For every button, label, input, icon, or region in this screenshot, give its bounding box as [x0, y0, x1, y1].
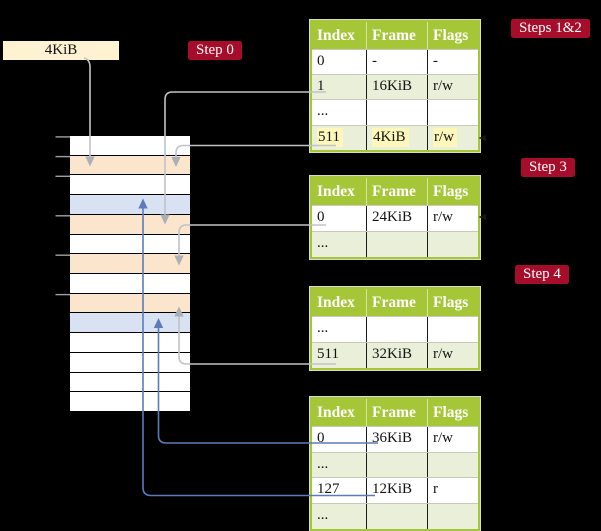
memory-frame-24kib [70, 254, 190, 275]
badge-steps-1-2: Steps 1&2 [511, 18, 590, 38]
table-cell [427, 100, 478, 125]
header-frame: Frame [366, 22, 427, 49]
header-frame: Frame [366, 289, 427, 316]
table-header-row: Index Frame Flags [312, 22, 478, 49]
memory-frame-48kib [70, 372, 190, 393]
table-cell: ... [317, 234, 329, 251]
table-row: ... [312, 230, 478, 257]
header-index: Index [317, 183, 355, 200]
badge-step-3: Step 3 [521, 158, 575, 177]
header-frame: Frame [366, 178, 427, 205]
memory-frame-28kib [70, 274, 190, 294]
header-flags: Flags [427, 289, 478, 316]
free-frame-label: 4KiB [3, 41, 119, 60]
page-table-4: Index Frame Flags 0 36KiB r/w ... 127 12… [310, 397, 480, 531]
table-row: ... [312, 99, 478, 125]
memory-frame-52kib [70, 392, 190, 413]
table-cell: 16KiB [366, 75, 427, 100]
table-row: ... [312, 451, 478, 478]
header-flags: Flags [427, 22, 478, 49]
table-cell: ... [317, 320, 329, 336]
header-index: Index [317, 294, 355, 311]
table-cell [427, 504, 478, 529]
table-cell: 0 [317, 53, 325, 69]
memory-frame-44kib [70, 352, 190, 373]
physical-memory-column [70, 136, 190, 413]
badge-step-4: Step 4 [515, 264, 569, 284]
table-cell: 12KiB [366, 478, 427, 504]
table-cell: 127 [317, 481, 340, 498]
table-cell [427, 317, 478, 342]
header-index: Index [317, 404, 355, 421]
page-table-1: Index Frame Flags 0 - - 1 16KiB r/w ... … [310, 20, 480, 152]
memory-frame-0kib [70, 136, 190, 156]
page-table-2: Index Frame Flags 0 24KiB r/w ... [310, 176, 480, 259]
header-index: Index [317, 27, 355, 44]
table-row-highlighted: 511 4KiB r/w [312, 124, 478, 150]
table-cell: r/w [427, 75, 478, 100]
header-flags: Flags [427, 399, 478, 426]
badge-step-0: Step 0 [188, 41, 242, 60]
table-cell [427, 231, 478, 257]
table-cell: 0 [317, 209, 325, 225]
table-row: ... [312, 316, 478, 342]
table-cell: r/w [427, 427, 478, 452]
table-cell: r/w [427, 343, 478, 368]
header-frame: Frame [366, 399, 427, 426]
table-header-row: Index Frame Flags [312, 289, 478, 316]
table-cell [366, 504, 427, 529]
table-cell [366, 452, 427, 478]
table-cell: r/w [427, 206, 478, 231]
memory-frame-40kib [70, 333, 190, 353]
table-row: 511 32KiB r/w [312, 342, 478, 368]
table-cell: 4KiB [366, 125, 427, 150]
table-row: 1 16KiB r/w [312, 74, 478, 100]
memory-frame-20kib [70, 234, 190, 255]
memory-frame-16kib [70, 214, 190, 235]
table-row: 127 12KiB r [312, 477, 478, 504]
table-cell [366, 317, 427, 342]
memory-frame-32kib [70, 293, 190, 314]
table-cell [366, 231, 427, 257]
table-cell: 36KiB [366, 427, 427, 452]
table-cell: r/w [427, 125, 478, 150]
table-header-row: Index Frame Flags [312, 399, 478, 426]
memory-frame-12kib [70, 195, 190, 215]
table-cell [427, 452, 478, 478]
table-cell: ... [317, 507, 329, 524]
arrow-entry-24kib [174, 224, 326, 266]
memory-frame-36kib [70, 313, 190, 334]
table-cell: ... [317, 455, 329, 472]
memory-frame-4kib [70, 155, 190, 176]
table-header-row: Index Frame Flags [312, 178, 478, 205]
table-cell: ... [317, 103, 329, 120]
header-flags: Flags [427, 178, 478, 205]
memory-frame-8kib [70, 175, 190, 196]
table-cell [366, 100, 427, 125]
table-cell: - [366, 50, 427, 75]
table-cell: 1 [317, 78, 325, 95]
table-row: 0 24KiB r/w [312, 205, 478, 231]
table-row: ... [312, 503, 478, 529]
table-cell: 511 [317, 346, 339, 362]
table-cell: - [427, 50, 478, 75]
table-cell: 24KiB [366, 206, 427, 231]
table-cell: 0 [317, 430, 325, 446]
table-cell: 511 [312, 126, 366, 150]
table-row: 0 36KiB r/w [312, 426, 478, 452]
page-table-3: Index Frame Flags ... 511 32KiB r/w [310, 287, 480, 370]
table-cell: r [427, 478, 478, 504]
table-cell: 32KiB [366, 343, 427, 368]
address-tick-marks [55, 136, 70, 296]
table-row: 0 - - [312, 49, 478, 75]
